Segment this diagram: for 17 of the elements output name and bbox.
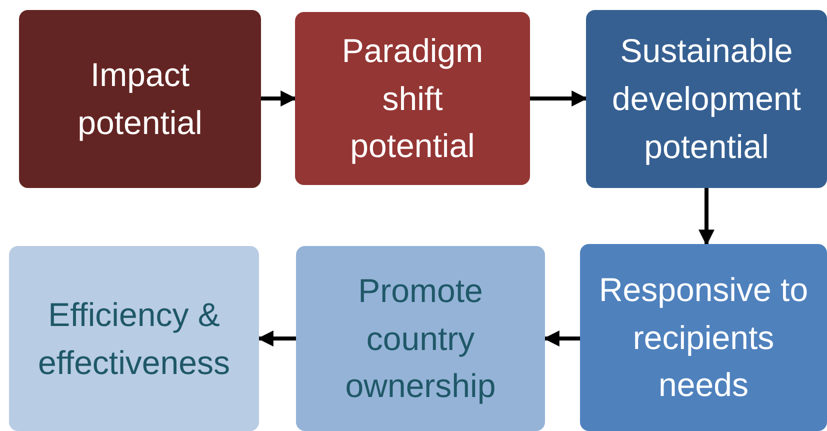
process-box <box>580 244 827 431</box>
process-box <box>586 10 827 188</box>
arrow <box>257 330 296 346</box>
process-box <box>9 246 259 431</box>
arrow <box>698 188 714 246</box>
process-box <box>296 246 545 431</box>
box-label: Impact potential <box>76 55 204 143</box>
arrow <box>530 90 588 106</box>
box-label: Paradigm shift potential <box>340 30 484 166</box>
process-box <box>19 10 261 188</box>
box-label: Promote country ownership <box>344 270 497 406</box>
box-label: Responsive to recipients needs <box>598 270 810 406</box>
arrow <box>261 90 297 106</box>
arrow <box>543 330 580 346</box>
box-label: Efficiency & effectiveness <box>36 294 231 382</box>
process-box <box>295 12 530 185</box>
box-label: Sustainable development potential <box>611 31 802 167</box>
